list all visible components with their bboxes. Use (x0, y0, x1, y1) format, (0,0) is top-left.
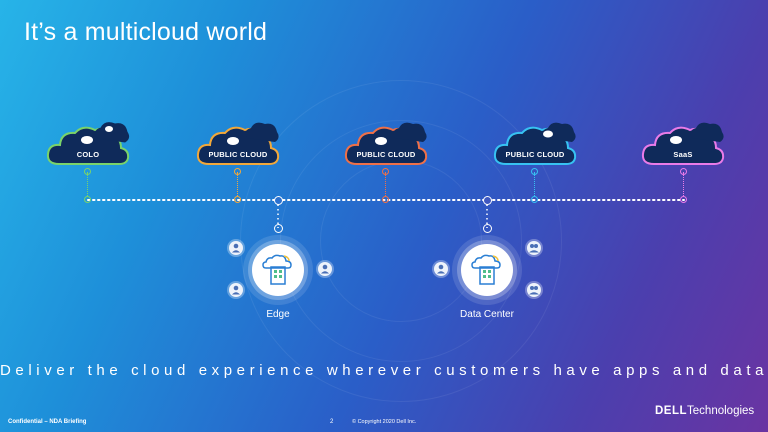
user-group-icon (527, 241, 541, 255)
cloud-label: PUBLIC CLOUD (505, 150, 565, 159)
background-ring (240, 80, 562, 402)
hub-edge (252, 244, 304, 296)
brand-rest: Technologies (687, 405, 755, 417)
stem-public-1 (237, 172, 238, 196)
node-saas-top (680, 168, 687, 175)
cloud-icon (196, 122, 280, 165)
user-icon (318, 262, 332, 276)
node-public-3 (531, 196, 538, 203)
node-edge-entry (274, 224, 283, 233)
user-group-icon (527, 283, 541, 297)
stem-public-2 (385, 172, 386, 196)
node-saas (680, 196, 687, 203)
hub-label-edge: Edge (266, 309, 290, 320)
cloud-building-icon (262, 254, 292, 285)
background-ring (280, 120, 522, 362)
stem-public-3 (534, 172, 535, 196)
node-public-1-top (234, 168, 241, 175)
cloud-label: PUBLIC CLOUD (208, 150, 268, 159)
user-icon (229, 283, 243, 297)
node-datacenter-junction (483, 196, 492, 205)
stem-colo (87, 172, 88, 196)
node-public-2-top (382, 168, 389, 175)
cloud-icon (344, 122, 428, 165)
cloud-icon (46, 122, 130, 165)
confidential-notice: Confidential – NDA Briefing (8, 419, 87, 425)
cloud-icon (493, 122, 577, 165)
node-colo-top (84, 168, 91, 175)
tagline: Deliver the cloud experience wherever cu… (0, 362, 768, 379)
node-datacenter-entry (483, 224, 492, 233)
node-public-2 (382, 196, 389, 203)
node-edge-junction (274, 196, 283, 205)
stem-saas (683, 172, 684, 196)
slide-title: It’s a multicloud world (24, 18, 268, 46)
brand-bold: DELL (655, 405, 688, 417)
dell-technologies-logo: DELLTechnologies (655, 405, 754, 417)
cloud-public-2: PUBLIC CLOUD (343, 116, 429, 172)
node-colo (84, 196, 91, 203)
cloud-label: COLO (76, 150, 100, 159)
node-public-3-top (531, 168, 538, 175)
user-icon (434, 262, 448, 276)
hub-datacenter (461, 244, 513, 296)
cloud-label: SaaS (673, 150, 693, 159)
cloud-label: PUBLIC CLOUD (356, 150, 416, 159)
cloud-public-3: PUBLIC CLOUD (492, 116, 578, 172)
copyright: © Copyright 2020 Dell Inc. (352, 419, 417, 425)
cloud-icon (641, 122, 725, 165)
cloud-colo: COLO (45, 116, 131, 172)
cloud-building-icon (471, 254, 501, 285)
page-number: 2 (330, 419, 334, 425)
cloud-saas: SaaS (640, 116, 726, 172)
node-public-1 (234, 196, 241, 203)
cloud-public-1: PUBLIC CLOUD (195, 116, 281, 172)
hub-label-datacenter: Data Center (460, 309, 514, 320)
user-icon (229, 241, 243, 255)
